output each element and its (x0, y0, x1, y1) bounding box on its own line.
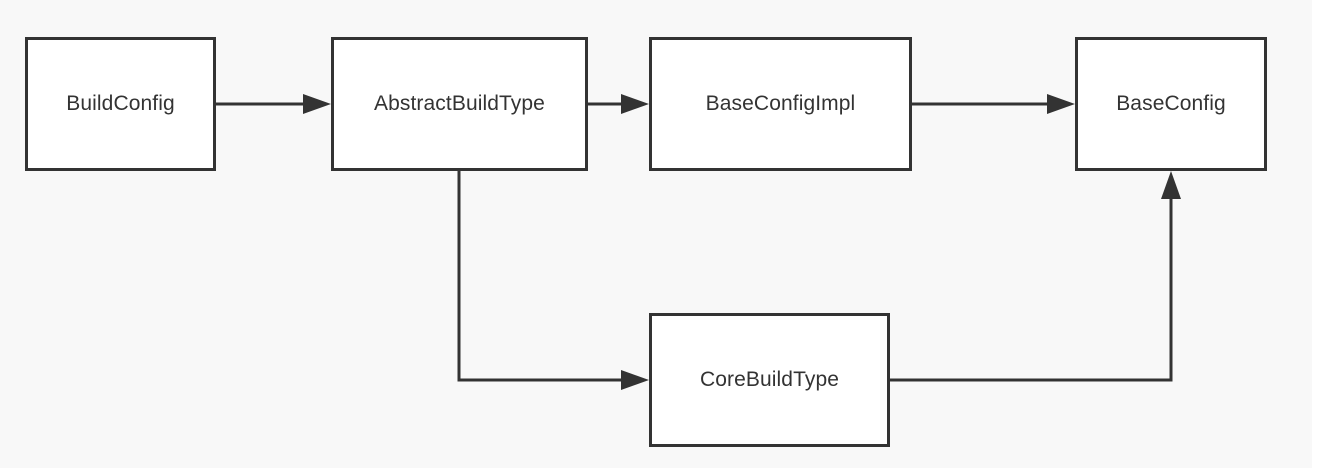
arrowhead-into-baseconfigimpl (621, 94, 649, 114)
right-edge-strip (1312, 0, 1328, 468)
edge-corebuildtype-to-baseconfig (890, 199, 1173, 382)
arrowhead-into-abstractbuildtype (303, 94, 331, 114)
corebuildtype-node: CoreBuildType (649, 313, 890, 447)
arrowhead-into-baseconfig-bottom (1161, 171, 1181, 199)
baseconfig-label: BaseConfig (1116, 92, 1226, 115)
buildconfig-label: BuildConfig (66, 92, 175, 115)
arrowhead-into-corebuildtype (621, 370, 649, 390)
abstractbuildtype-label: AbstractBuildType (374, 92, 545, 115)
buildconfig-node: BuildConfig (25, 37, 216, 171)
abstractbuildtype-node: AbstractBuildType (331, 37, 588, 171)
baseconfigimpl-label: BaseConfigImpl (705, 92, 856, 115)
baseconfig-node: BaseConfig (1075, 37, 1267, 171)
arrowhead-into-baseconfig-left (1047, 94, 1075, 114)
edge-abstractbuildtype-to-corebuildtype (457, 171, 621, 382)
corebuildtype-label: CoreBuildType (699, 368, 840, 391)
baseconfigimpl-node: BaseConfigImpl (649, 37, 912, 171)
